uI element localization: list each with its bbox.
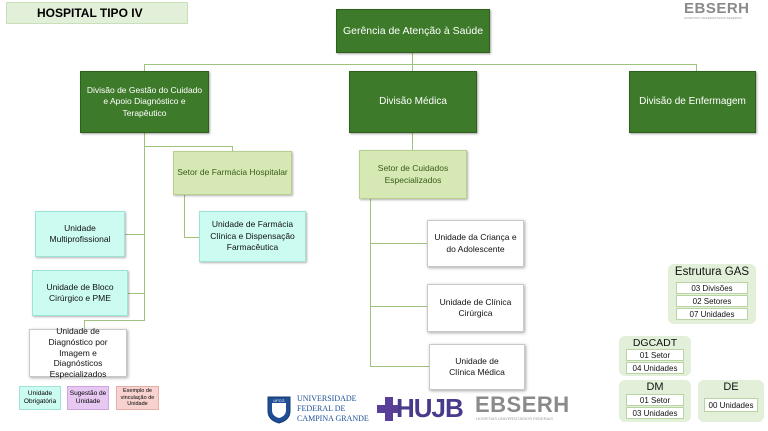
panel-dm-item: 01 Setor	[626, 394, 684, 406]
panel-estrutura-gas-item: 03 Divisões	[676, 282, 748, 294]
ebserh-logo-top: EBSERH HOSPITAIS UNIVERSITÁRIOS FEDERAIS	[684, 0, 766, 22]
connector-div1-drop	[144, 64, 145, 71]
connector-farmacia-clinica-h	[184, 237, 199, 238]
node-unidade-farmacia-clinica: Unidade de Farmácia Clínica e Dispensaçã…	[199, 211, 306, 262]
panel-dgcadt: DGCADT 01 Setor 04 Unidades	[619, 336, 691, 376]
hujb-logo-text: HUJB	[396, 393, 464, 423]
hujb-logo: HUJB	[377, 393, 464, 423]
node-unidade-diagnostico-imagem: Unidade de Diagnóstico por Imagem e Diag…	[29, 326, 127, 379]
ufcg-logo-line2: FEDERAL DE	[297, 404, 346, 413]
panel-dm: DM 01 Setor 03 Unidades	[619, 380, 691, 422]
ebserh-logo-subtitle: HOSPITAIS UNIVERSITÁRIOS FEDERAIS	[684, 16, 742, 20]
connector-farmacia-down	[184, 194, 185, 237]
node-unidade-crianca-adolescente: Unidade da Criança e do Adolescente	[427, 220, 524, 267]
connector-diag-h	[84, 320, 145, 321]
node-setor-cuidados-especializados: Setor de Cuidados Especializados	[359, 150, 467, 199]
node-unidade-clinica-medica: Unidade de Clínica Médica	[429, 344, 525, 390]
node-setor-farmacia-hospitalar: Setor de Farmácia Hospitalar	[173, 151, 292, 195]
ufcg-logo-line1: UNIVERSIDADE	[297, 394, 357, 403]
panel-dgcadt-item: 01 Setor	[626, 349, 684, 361]
node-unidade-bloco-cirurgico: Unidade de Bloco Cirúrgico e PME	[32, 270, 128, 316]
panel-de-title: DE	[723, 381, 739, 393]
connector-top-vertical	[412, 52, 413, 65]
connector-div2-drop	[412, 64, 413, 71]
node-unidade-multiprofissional: Unidade Multiprofissional	[35, 211, 125, 257]
legend-sugestao-unidade: Sugestão de Unidade	[67, 386, 109, 410]
legend-exemplo-vinculacao: Exemplo de vinculação de Unidade	[116, 386, 159, 410]
page-title: HOSPITAL TIPO IV	[6, 2, 188, 24]
panel-dgcadt-title: DGCADT	[632, 337, 678, 349]
connector-div1-farmacia-h	[144, 146, 232, 147]
ufcg-logo: UFCG UNIVERSIDADE FEDERAL DE CAMPINA GRA…	[266, 393, 369, 425]
node-gerencia-atencao-saude: Gerência de Atenção à Saúde	[336, 9, 490, 53]
connector-crianca-h	[370, 243, 427, 244]
hujb-cross-icon	[377, 397, 401, 421]
panel-de: DE 00 Unidades	[698, 380, 764, 422]
connector-div2-down	[412, 133, 413, 150]
ebserh-logo-bottom: EBSERH HOSPITAIS UNIVERSITÁRIOS FEDERAIS	[475, 392, 575, 424]
node-divisao-gestao-cuidado: Divisão de Gestão do Cuidado e Apoio Dia…	[80, 71, 209, 133]
ebserh-logo-bottom-subtitle: HOSPITAIS UNIVERSITÁRIOS FEDERAIS	[476, 416, 554, 421]
node-divisao-medica: Divisão Médica	[349, 71, 477, 133]
node-unidade-clinica-cirurgica: Unidade de Clínica Cirúrgica	[427, 284, 524, 332]
panel-estrutura-gas-item: 07 Unidades	[676, 308, 748, 320]
panel-estrutura-gas: Estrutura GAS 03 Divisões 02 Setores 07 …	[668, 264, 756, 324]
connector-cirurgica-h	[370, 306, 427, 307]
panel-dgcadt-item: 04 Unidades	[626, 362, 684, 374]
ufcg-logo-line3: CAMPINA GRANDE	[297, 414, 369, 423]
panel-estrutura-gas-title: Estrutura GAS	[674, 266, 750, 278]
legend-unidade-obrigatoria: Unidade Obrigatória	[19, 386, 61, 410]
ebserh-logo-text: EBSERH	[684, 0, 750, 17]
ufcg-seal-text: UFCG	[273, 398, 284, 403]
connector-farmacia-v	[232, 146, 233, 151]
node-divisao-enfermagem: Divisão de Enfermagem	[629, 71, 756, 133]
connector-multi-h	[125, 234, 145, 235]
connector-div1-down	[144, 133, 145, 320]
connector-bloco-h	[128, 293, 145, 294]
connector-cuidados-down	[370, 199, 371, 367]
panel-dm-title: DM	[646, 381, 664, 393]
connector-medica-h	[370, 366, 429, 367]
panel-de-item: 00 Unidades	[704, 398, 758, 412]
panel-estrutura-gas-item: 02 Setores	[676, 295, 748, 307]
ufcg-seal-icon: UFCG	[267, 396, 291, 424]
connector-diag-v	[84, 320, 85, 329]
ebserh-logo-bottom-text: EBSERH	[475, 392, 570, 417]
connector-top-horizontal	[144, 64, 697, 65]
panel-dm-item: 03 Unidades	[626, 407, 684, 419]
connector-div3-drop	[696, 64, 697, 71]
